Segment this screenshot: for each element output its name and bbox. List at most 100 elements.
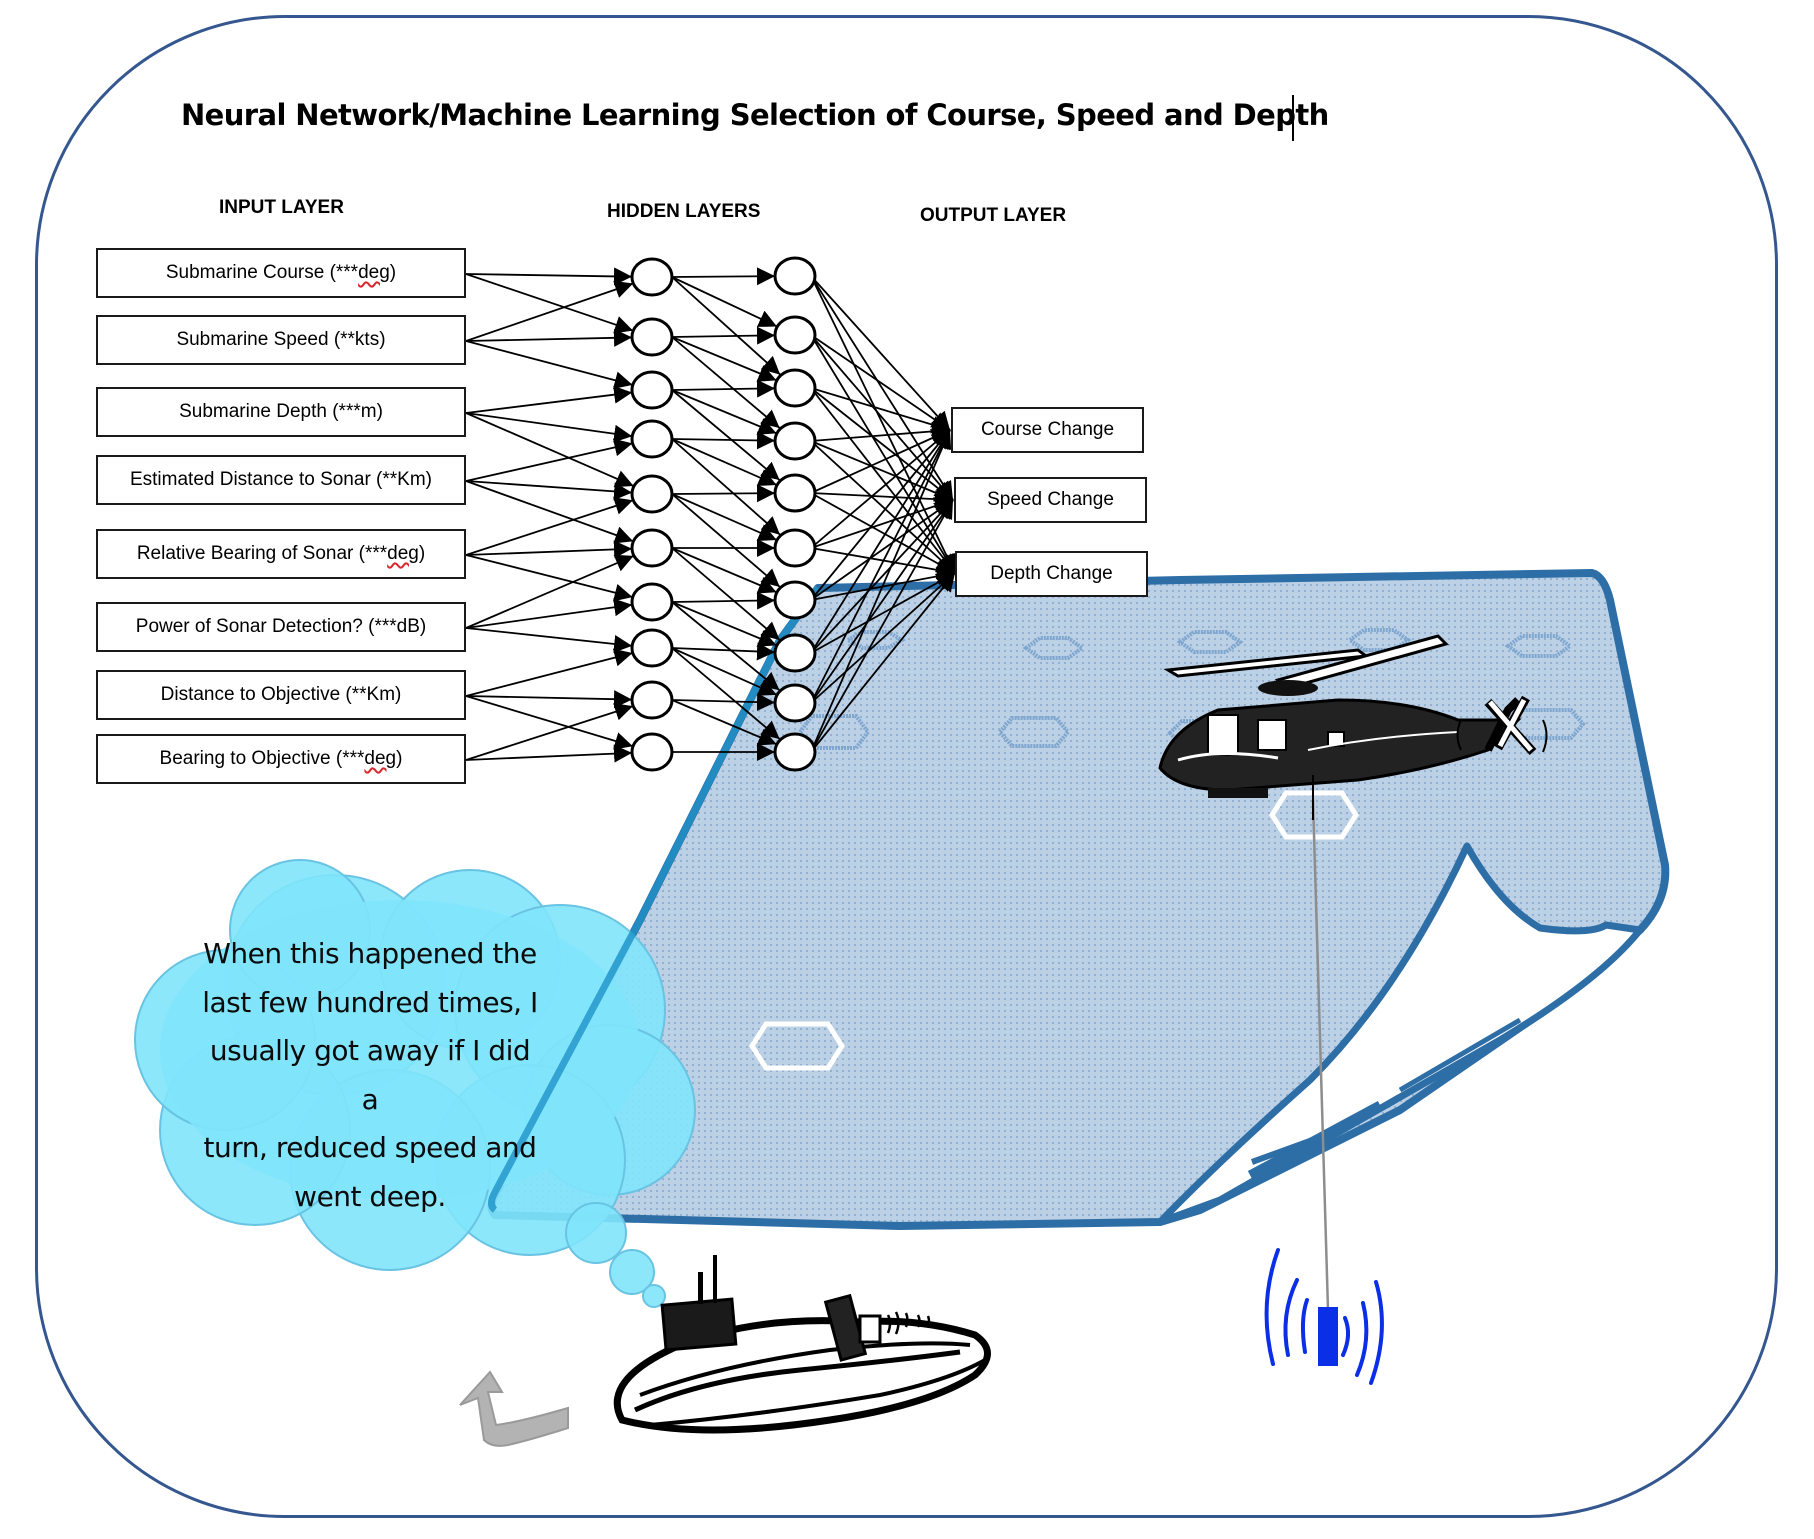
connection-arrow (671, 379, 776, 398)
spellcheck-flag[interactable]: deg (358, 262, 390, 283)
connection-arrow (465, 273, 634, 334)
thought-line: When this happened the (203, 937, 537, 970)
sea-sheet-edge-overlap (488, 585, 821, 1213)
connection-arrow (465, 695, 634, 750)
hidden-layer-1-node (630, 317, 674, 357)
text-cursor (1292, 95, 1294, 141)
connection-arrow (810, 490, 954, 509)
connection-arrow (810, 440, 956, 574)
connection-arrow (671, 493, 778, 541)
sonar-cable (1311, 799, 1330, 1311)
thought-line: usually got away if I did a (209, 1034, 531, 1116)
input-node-distance-to-objective: Distance to Objective (**Km) (96, 670, 466, 720)
hidden-layers-heading: HIDDEN LAYERS (607, 201, 761, 222)
connection-arrow (671, 326, 776, 345)
white-hexagons (749, 790, 1359, 1071)
connection-arrow (465, 554, 634, 629)
connection-arrow (465, 627, 633, 653)
connection-arrow (810, 429, 951, 601)
connection-arrow (671, 642, 776, 661)
connection-arrow (671, 547, 781, 641)
hidden-layer-1-node (630, 474, 674, 514)
hidden-layer-2-node (773, 315, 817, 355)
output-node-course-change: Course Change (951, 407, 1144, 453)
hidden-layer-2-node (773, 421, 817, 461)
page-title: Neural Network/Machine Learning Selectio… (181, 98, 1329, 132)
input-label: Submarine Depth (***m) (179, 401, 383, 422)
input-label-suffix: ) (418, 543, 426, 564)
connection-arrow (671, 267, 776, 286)
input-node-submarine-speed: Submarine Speed (**kts) (96, 315, 466, 365)
thought-dot-small (642, 1284, 666, 1308)
hidden-layer-1-node (630, 370, 674, 410)
connection-arrow (465, 703, 634, 761)
input-node-bearing-to-objective: Bearing to Objective (***deg) (96, 734, 466, 784)
hexagon-icon (749, 1021, 845, 1071)
input-label-suffix: ) (389, 262, 397, 283)
hexagon-icon (997, 716, 1071, 748)
hidden-layer-1-node (630, 582, 674, 622)
hexagon-icon (1346, 628, 1412, 652)
input-label: Power of Sonar Detection? (***dB) (135, 616, 427, 637)
connection-arrow (810, 429, 951, 549)
connection-arrow (810, 429, 952, 753)
connection-arrow (671, 647, 778, 696)
input-label: Submarine Course (*** (165, 262, 359, 283)
hidden-layer-2-node (773, 580, 817, 620)
connection-arrow (671, 647, 781, 740)
curl-stroke (1398, 1017, 1522, 1093)
hidden-layer-2-node (773, 732, 817, 772)
connection-arrow (671, 601, 781, 692)
hidden-nodes (630, 256, 817, 772)
hidden-layer-2-node (773, 633, 817, 673)
connection-arrow (810, 572, 956, 704)
hidden-layer-1-node (630, 628, 674, 668)
output-node-speed-change: Speed Change (954, 477, 1147, 523)
connection-arrow (810, 387, 954, 501)
connection-arrow (810, 499, 954, 704)
hidden-layer-2-node (773, 256, 817, 296)
connection-arrow (810, 572, 956, 753)
connection-arrow (810, 275, 951, 431)
connection-arrow (671, 389, 781, 481)
spellcheck-flag[interactable]: deg (364, 748, 397, 769)
spellcheck-flag[interactable]: deg (387, 543, 419, 564)
connection-arrow (465, 328, 633, 347)
connection-arrow (810, 387, 951, 434)
thought-line: turn, reduced speed and (203, 1131, 537, 1164)
connection-arrow (465, 385, 633, 414)
input-label: Submarine Speed (**kts) (176, 329, 386, 350)
submarine-icon (613, 1255, 991, 1434)
hidden-layer-2-node (773, 473, 817, 513)
connection-arrow (671, 336, 777, 382)
dipping-sonar-icon (1264, 1248, 1384, 1385)
hidden-layer-2-node (773, 528, 817, 568)
connection-arrow (671, 699, 777, 746)
thought-line: went deep. (294, 1179, 446, 1213)
connection-arrow (465, 280, 634, 342)
input-label: Bearing to Objective (*** (159, 748, 365, 769)
connection-arrow (465, 412, 635, 488)
connection-arrow (671, 276, 778, 328)
connection-arrow (465, 497, 634, 556)
connection-arrow (465, 267, 633, 286)
input-label-suffix: ) (396, 748, 403, 769)
hidden-layer-2-node (773, 683, 817, 723)
connection-arrow (810, 440, 954, 502)
thought-cloud (134, 859, 696, 1308)
hidden-layer-2-node (773, 368, 817, 408)
input-node-relative-bearing-sonar: Relative Bearing of Sonar (***deg) (96, 529, 466, 579)
connection-arrow (810, 334, 956, 574)
thought-line: last few hundred times, I (202, 985, 538, 1019)
hexagon-icon (1269, 790, 1359, 840)
thought-bubble-text: When this happened the last few hundred … (200, 930, 540, 1221)
input-label: Relative Bearing of Sonar (*** (136, 543, 388, 564)
connection-arrow (671, 438, 778, 486)
connection-arrow (465, 648, 633, 697)
input-label: Distance to Objective (**Km) (160, 684, 402, 705)
output-layer-heading: OUTPUT LAYER (920, 205, 1067, 226)
connection-arrow (465, 744, 633, 763)
connection-arrow (810, 429, 951, 654)
connection-arrow (465, 554, 633, 602)
connection-arrow (810, 497, 954, 549)
